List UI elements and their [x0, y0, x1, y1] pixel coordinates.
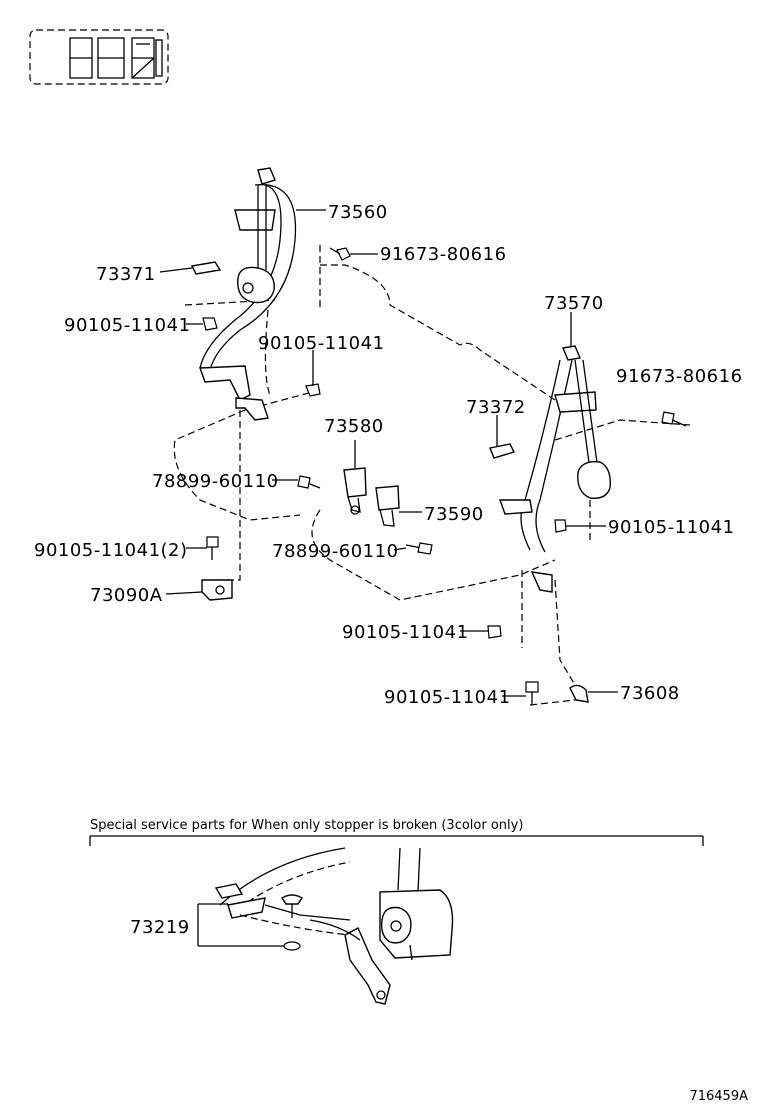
stopper-detail-drawing	[214, 847, 454, 1005]
seat-outline	[173, 245, 691, 706]
bolt-90105-e	[487, 625, 502, 639]
label-90105-11041-f: 90105-11041	[384, 687, 511, 708]
special-service-bracket	[89, 835, 704, 846]
label-73560: 73560	[328, 202, 388, 223]
part-73371-cover	[190, 261, 222, 275]
leader-73219	[197, 903, 284, 947]
label-90105-11041-2: 90105-11041(2)	[34, 540, 188, 561]
label-78899-60110-a: 78899-60110	[152, 471, 279, 492]
vehicle-seat-layout-icon	[29, 29, 169, 85]
bolt-91673-a	[329, 247, 351, 261]
figure-id: 716459A	[689, 1089, 748, 1104]
label-73372: 73372	[466, 397, 526, 418]
label-73219: 73219	[130, 917, 190, 938]
bolt-91673-b	[661, 411, 687, 427]
anchor-73090a	[201, 579, 233, 601]
label-73608: 73608	[620, 683, 680, 704]
bolt-90105-f	[525, 681, 539, 705]
special-service-note: Special service parts for When only stop…	[90, 818, 523, 833]
buckle-73590	[375, 485, 433, 555]
buckle-73580	[297, 467, 367, 515]
left-seatbelt-assembly	[199, 167, 297, 421]
label-73590: 73590	[424, 504, 484, 525]
bolt-90105-a	[202, 317, 218, 331]
leader-lines	[159, 209, 618, 697]
label-73570: 73570	[544, 293, 604, 314]
label-73371: 73371	[96, 264, 156, 285]
label-73580: 73580	[324, 416, 384, 437]
label-90105-11041-d: 90105-11041	[608, 517, 735, 538]
part-73372-cover	[489, 443, 515, 459]
bolt-90105-b	[305, 372, 321, 397]
bolt-90105-c	[206, 536, 219, 560]
label-91673-80616-left: 91673-80616	[380, 244, 507, 265]
label-90105-11041-e: 90105-11041	[342, 622, 469, 643]
right-seatbelt-assembly	[499, 345, 611, 593]
bolt-90105-d	[554, 519, 567, 533]
label-91673-80616-right: 91673-80616	[616, 366, 743, 387]
label-90105-11041-b: 90105-11041	[258, 333, 385, 354]
label-78899-60110-b: 78899-60110	[272, 541, 399, 562]
label-90105-11041-a: 90105-11041	[64, 315, 191, 336]
part-73608-cover	[569, 684, 589, 703]
label-73090a: 73090A	[90, 585, 163, 606]
